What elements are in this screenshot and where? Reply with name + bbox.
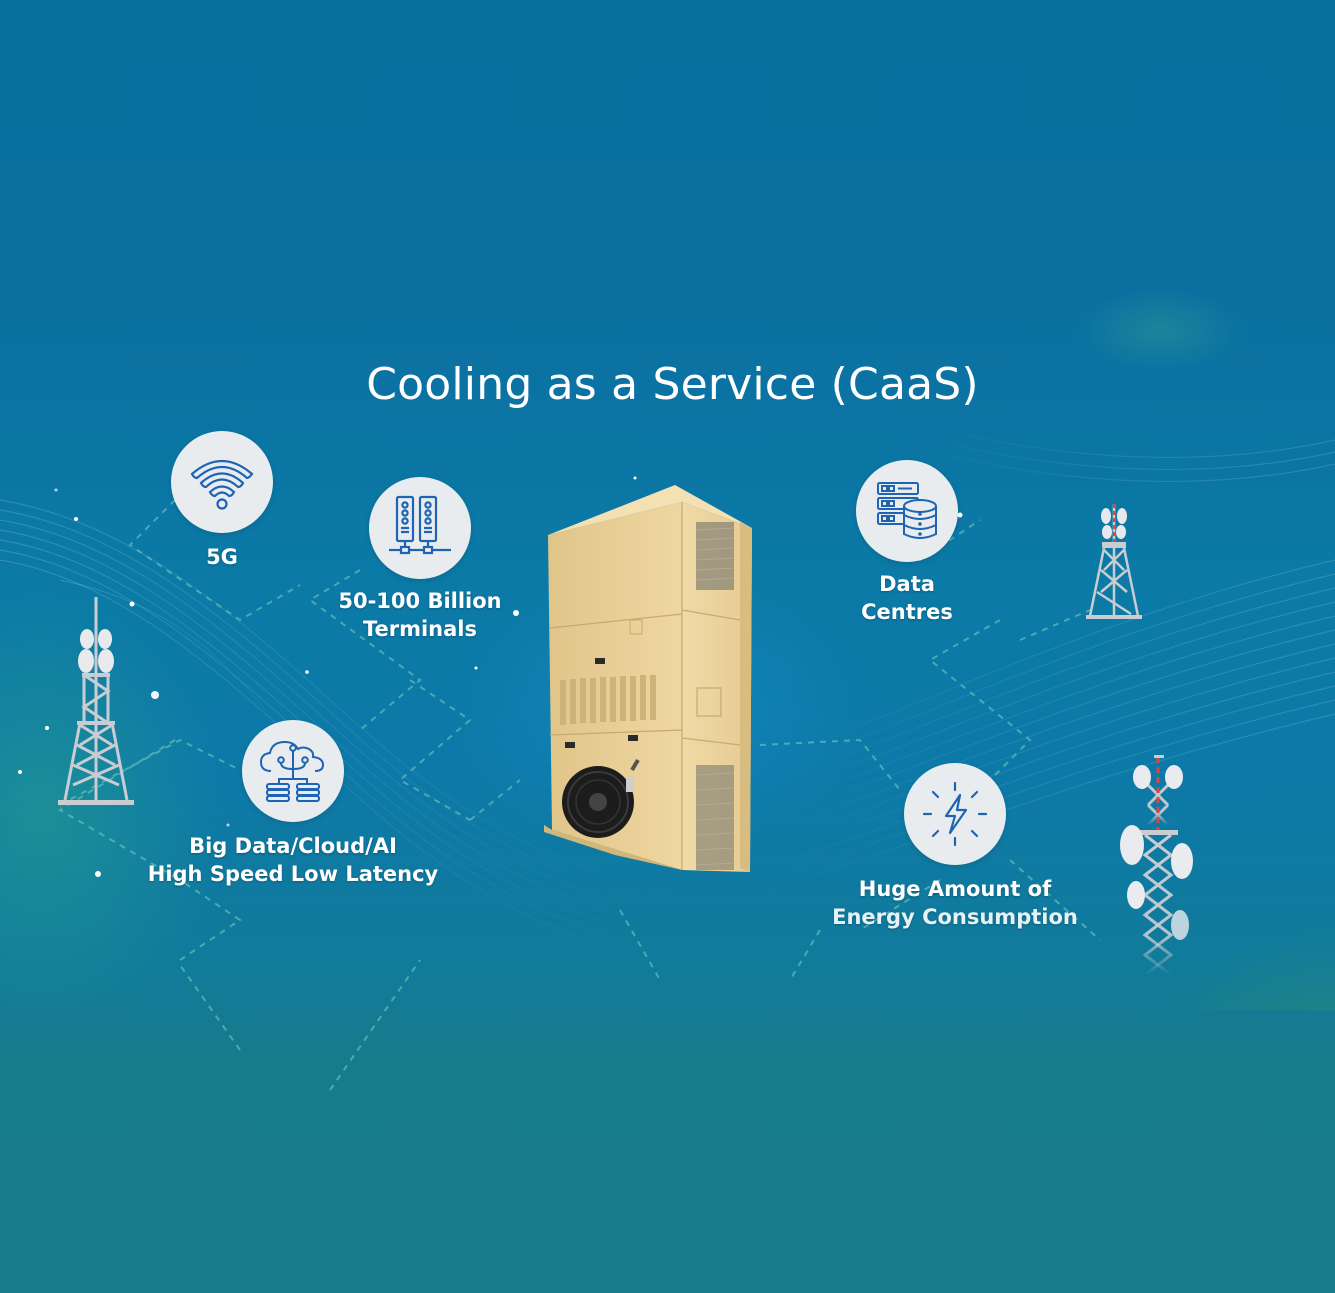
feature-big-data-icon-circle: [242, 720, 344, 822]
feature-terminals-label-line1: 50-100 Billion: [338, 589, 502, 613]
feature-big-data-label-line2: High Speed Low Latency: [147, 862, 439, 886]
wifi-icon: [190, 460, 254, 510]
feature-energy-label-line1: Huge Amount of: [858, 877, 1052, 901]
feature-big-data-label-line1: Big Data/Cloud/AI: [189, 834, 397, 858]
feature-5g-label: 5G: [206, 545, 238, 569]
cooling-unit-image: [544, 485, 752, 872]
feature-energy: Huge Amount of Energy Consumption: [830, 763, 1080, 931]
feature-data-centres: Data Centres: [845, 460, 969, 626]
feature-energy-icon-circle: [904, 763, 1006, 865]
server-towers-icon: [389, 495, 451, 555]
server-database-icon: [877, 482, 937, 539]
feature-terminals: 50-100 Billion Terminals: [320, 477, 520, 643]
feature-big-data: Big Data/Cloud/AI High Speed Low Latency: [140, 720, 446, 888]
telecom-tower-right-large-icon: [1120, 755, 1193, 985]
telecom-tower-right-small-icon: [1086, 504, 1142, 619]
telecom-tower-left-icon: [58, 597, 134, 805]
feature-5g-icon-circle: [171, 431, 273, 533]
cloud-network-icon: [259, 740, 325, 802]
feature-5g: 5G: [140, 431, 304, 571]
lightning-bolt-icon: [922, 781, 988, 847]
feature-terminals-icon-circle: [369, 477, 471, 579]
feature-terminals-label-line2: Terminals: [362, 617, 478, 641]
feature-energy-label-line2: Energy Consumption: [832, 905, 1078, 929]
feature-data-centres-label-line1: Data: [879, 572, 935, 596]
feature-data-centres-icon-circle: [856, 460, 958, 562]
feature-data-centres-label-line2: Centres: [861, 600, 953, 624]
page-title: Cooling as a Service (CaaS): [366, 359, 979, 411]
